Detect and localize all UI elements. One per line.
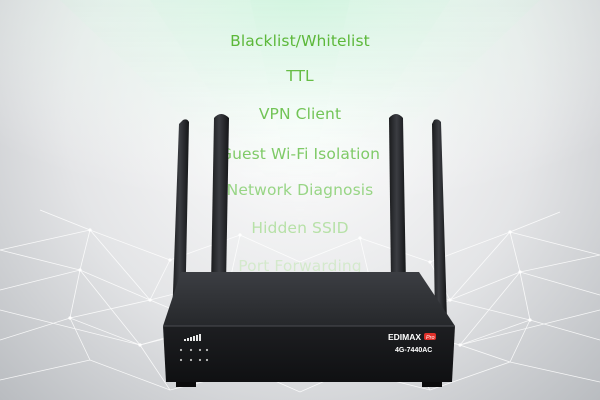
antenna-outer-left [172,119,189,320]
router-foot-right [422,382,442,387]
brand-tag-badge [424,333,436,340]
antenna-outer-right [432,119,447,320]
router-top [163,272,455,326]
status-leds [179,348,209,362]
feature-network-diagnosis: Network Diagnosis [226,181,374,199]
feature-vpn-client: VPN Client [258,105,342,123]
router-foot-left [176,382,196,387]
router-front-panel [163,326,455,382]
brand-tag-text: Pro [426,335,435,341]
feature-port-forwarding: Port Forwarding [238,257,362,275]
feature-hidden-ssid: Hidden SSID [251,219,349,237]
feature-ttl: TTL [286,67,314,85]
signal-indicator [184,334,201,341]
brand-logo-text: EDIMAX [388,332,421,342]
feature-guest-wifi-isolation: Guest Wi-Fi Isolation [219,145,381,163]
antenna-inner-right [389,114,406,285]
model-name: 4G-7440AC [395,347,432,354]
antenna-inner-left [211,114,229,285]
feature-blacklist-whitelist: Blacklist/Whitelist [230,32,370,50]
